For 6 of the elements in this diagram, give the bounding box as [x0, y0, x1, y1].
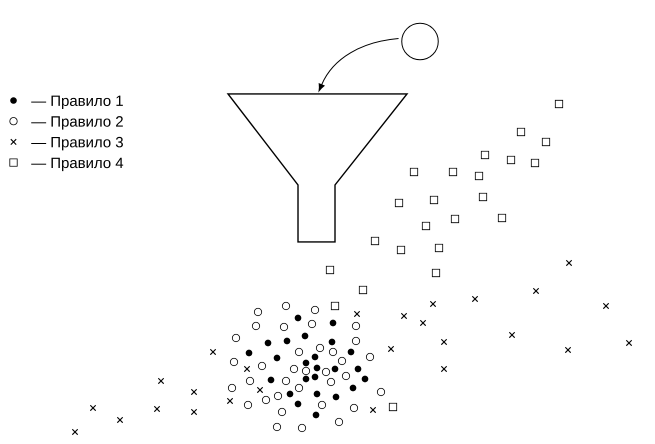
- circle: [401, 22, 439, 60]
- legend-label: — Правило 2: [31, 116, 123, 130]
- legend-label: — Правило 3: [31, 136, 123, 150]
- curved-arrow: [318, 38, 400, 92]
- legend-label: — Правило 4: [31, 158, 124, 172]
- legend-label: — Правило 1: [31, 96, 123, 109]
